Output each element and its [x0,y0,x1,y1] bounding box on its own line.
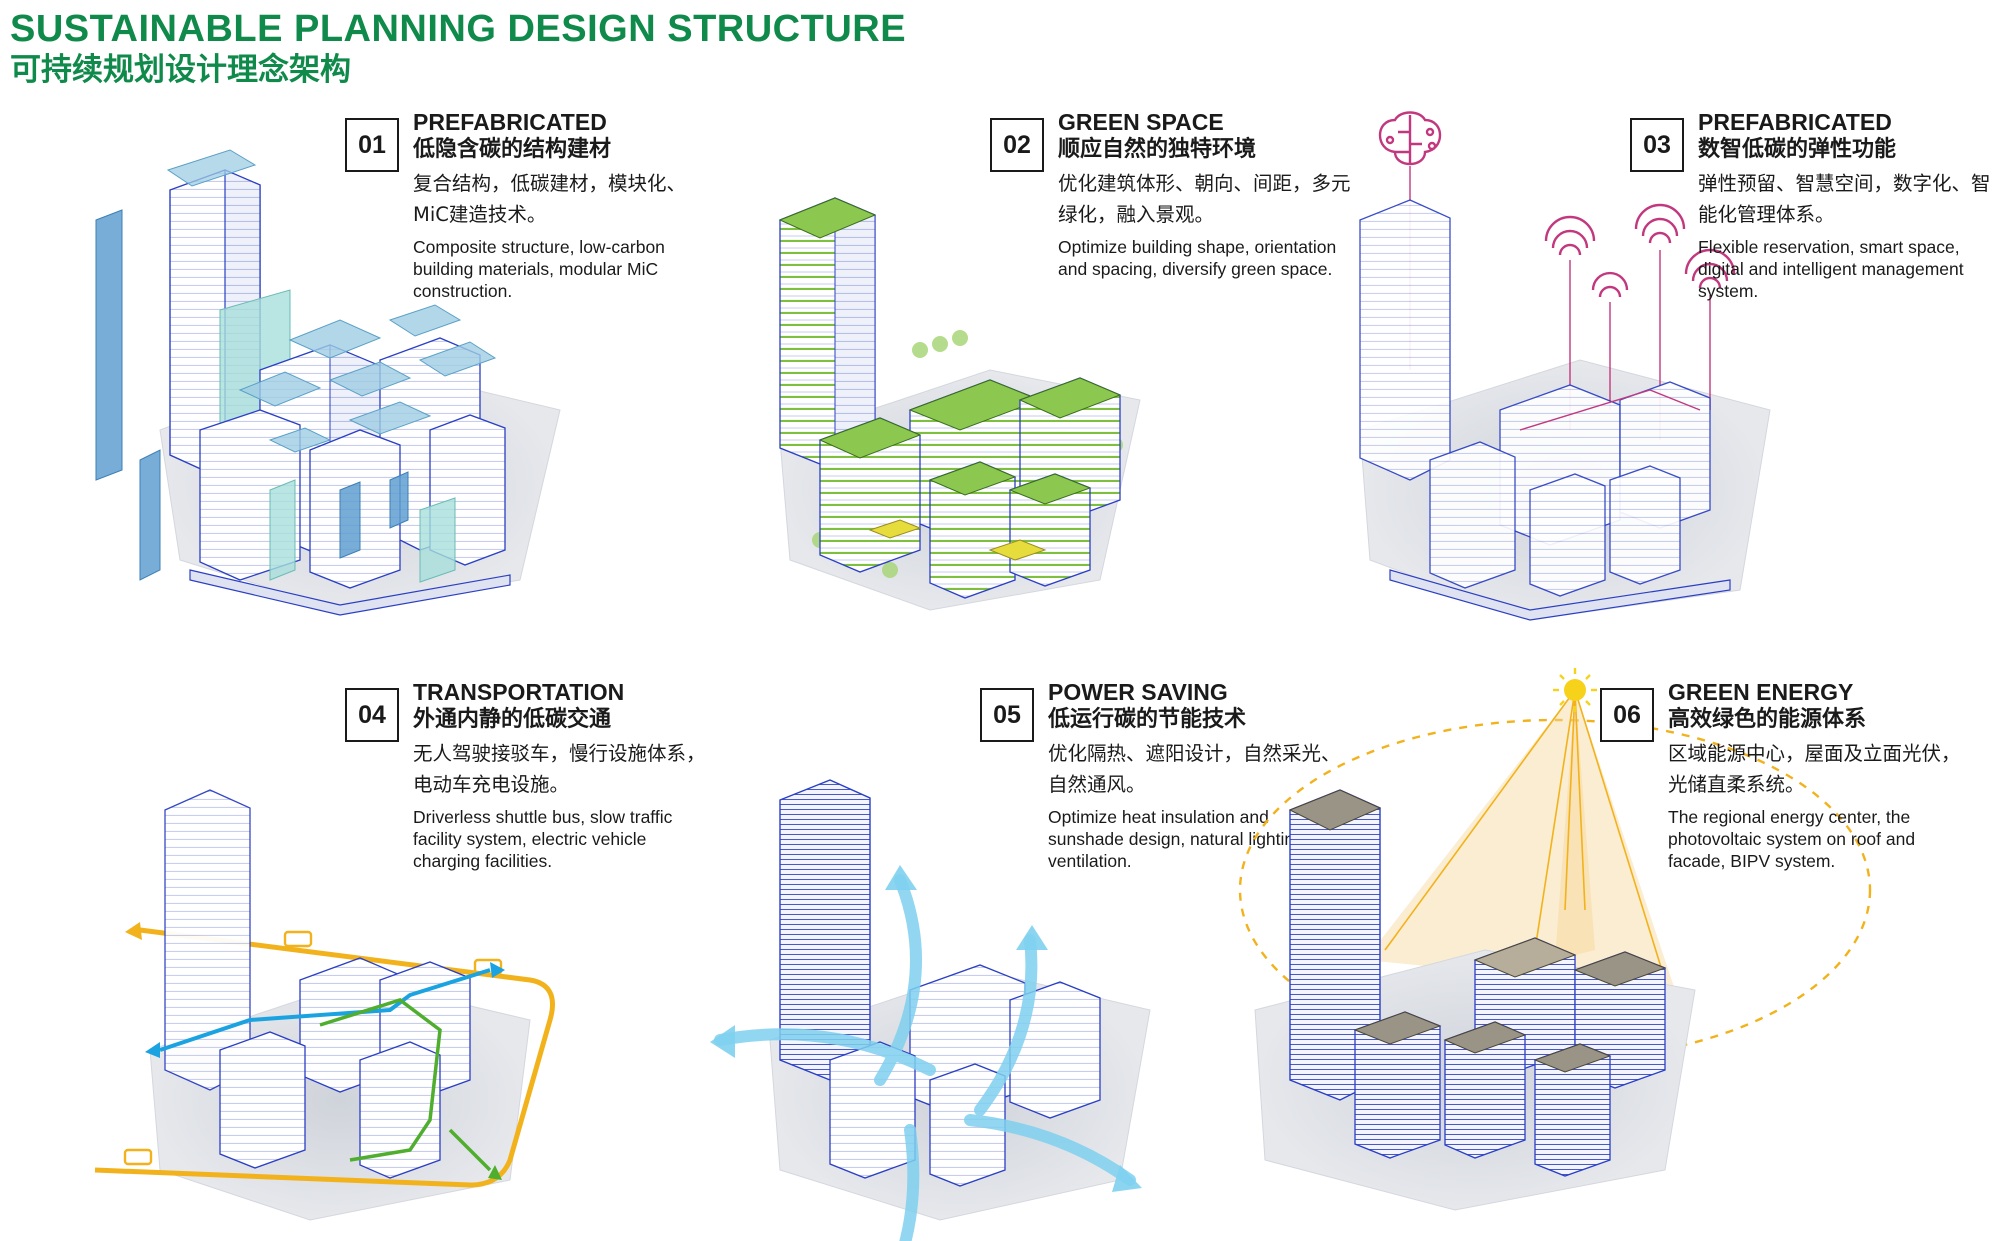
panel-06: 06 GREEN ENERGY 高效绿色的能源体系 区域能源中心，屋面及立面光伏… [1235,660,1961,1220]
panel-title-zh: 低运行碳的节能技术 [1048,707,1247,732]
panel-05: 05 POWER SAVING 低运行碳的节能技术 优化隔热、遮阳设计，自然采光… [680,680,1341,1241]
green-space-diagram [778,197,1141,611]
panel-desc-en: Optimize building shape, orientation and… [1058,237,1337,279]
smart-function-diagram [1359,111,1771,621]
wifi-icon [1544,203,1736,298]
panel-title-en: POWER SAVING [1048,679,1228,705]
panel-desc-en: Optimize heat insulation and sunshade de… [1048,807,1338,871]
panel-number: 03 [1630,118,1684,172]
panel-title-zh: 数智低碳的弹性功能 [1698,137,1897,162]
panel-title-en: TRANSPORTATION [413,679,625,705]
prefab-diagram [95,149,561,616]
panel-title-en: PREFABRICATED [1698,109,1892,135]
page-title-en: SUSTAINABLE PLANNING DESIGN STRUCTURE [10,8,907,50]
panel-desc-zh: 弹性预留、智慧空间，数字化、智能化管理体系。 [1698,172,1991,226]
panel-01: 01 PREFABRICATED 低隐含碳的结构建材 复合结构，低碳建材，模块化… [90,110,730,670]
panel-desc-zh: 无人驾驶接驳车，慢行设施体系，电动车充电设施。 [413,742,706,796]
panel-02: 02 GREEN SPACE 顺应自然的独特环境 优化建筑体形、朝向、间距，多元… [760,110,1400,670]
panel-number: 04 [345,688,399,742]
panel-number: 06 [1600,688,1654,742]
panel-title-zh: 低隐含碳的结构建材 [413,137,612,162]
panel-title-en: PREFABRICATED [413,109,607,135]
page-title-zh: 可持续规划设计理念架构 [10,52,351,88]
panel-title-en: GREEN ENERGY [1668,679,1854,705]
brain-icon [1378,111,1442,166]
power-saving-diagram [710,779,1151,1241]
panel-number: 02 [990,118,1044,172]
panel-title-zh: 外通内静的低碳交通 [413,707,612,732]
panel-number: 05 [980,688,1034,742]
wind-arrow-icon [714,874,1136,1241]
panel-title-zh: 顺应自然的独特环境 [1058,137,1257,162]
panel-desc-en: Composite structure, low-carbon building… [413,237,665,301]
sun-icon [1553,668,1597,712]
panel-desc-en: The regional energy center, the photovol… [1668,807,1916,871]
panel-desc-en: Flexible reservation, smart space, digit… [1698,237,1964,301]
panel-number: 01 [345,118,399,172]
panel-04: 04 TRANSPORTATION 外通内静的低碳交通 无人驾驶接驳车，慢行设施… [90,680,730,1240]
page-title: SUSTAINABLE PLANNING DESIGN STRUCTURE 可持… [10,8,906,90]
panel-title-zh: 高效绿色的能源体系 [1668,707,1867,732]
panel-desc-zh: 复合结构，低碳建材，模块化、MiC建造技术。 [413,172,687,226]
transportation-diagram [94,789,555,1221]
panel-desc-zh: 优化建筑体形、朝向、间距，多元绿化，融入景观。 [1058,172,1351,226]
panel-desc-en: Driverless shuttle bus, slow traffic fac… [413,807,673,871]
green-energy-diagram [1238,668,1872,1211]
panel-desc-zh: 区域能源中心，屋面及立面光伏，光储直柔系统。 [1668,742,1961,796]
panel-03: 03 PREFABRICATED 数智低碳的弹性功能 弹性预留、智慧空间，数字化… [1350,110,1991,670]
panel-desc-zh: 优化隔热、遮阳设计，自然采光、自然通风。 [1048,742,1341,796]
panel-title-en: GREEN SPACE [1058,109,1224,135]
bus-icon [123,930,503,1166]
